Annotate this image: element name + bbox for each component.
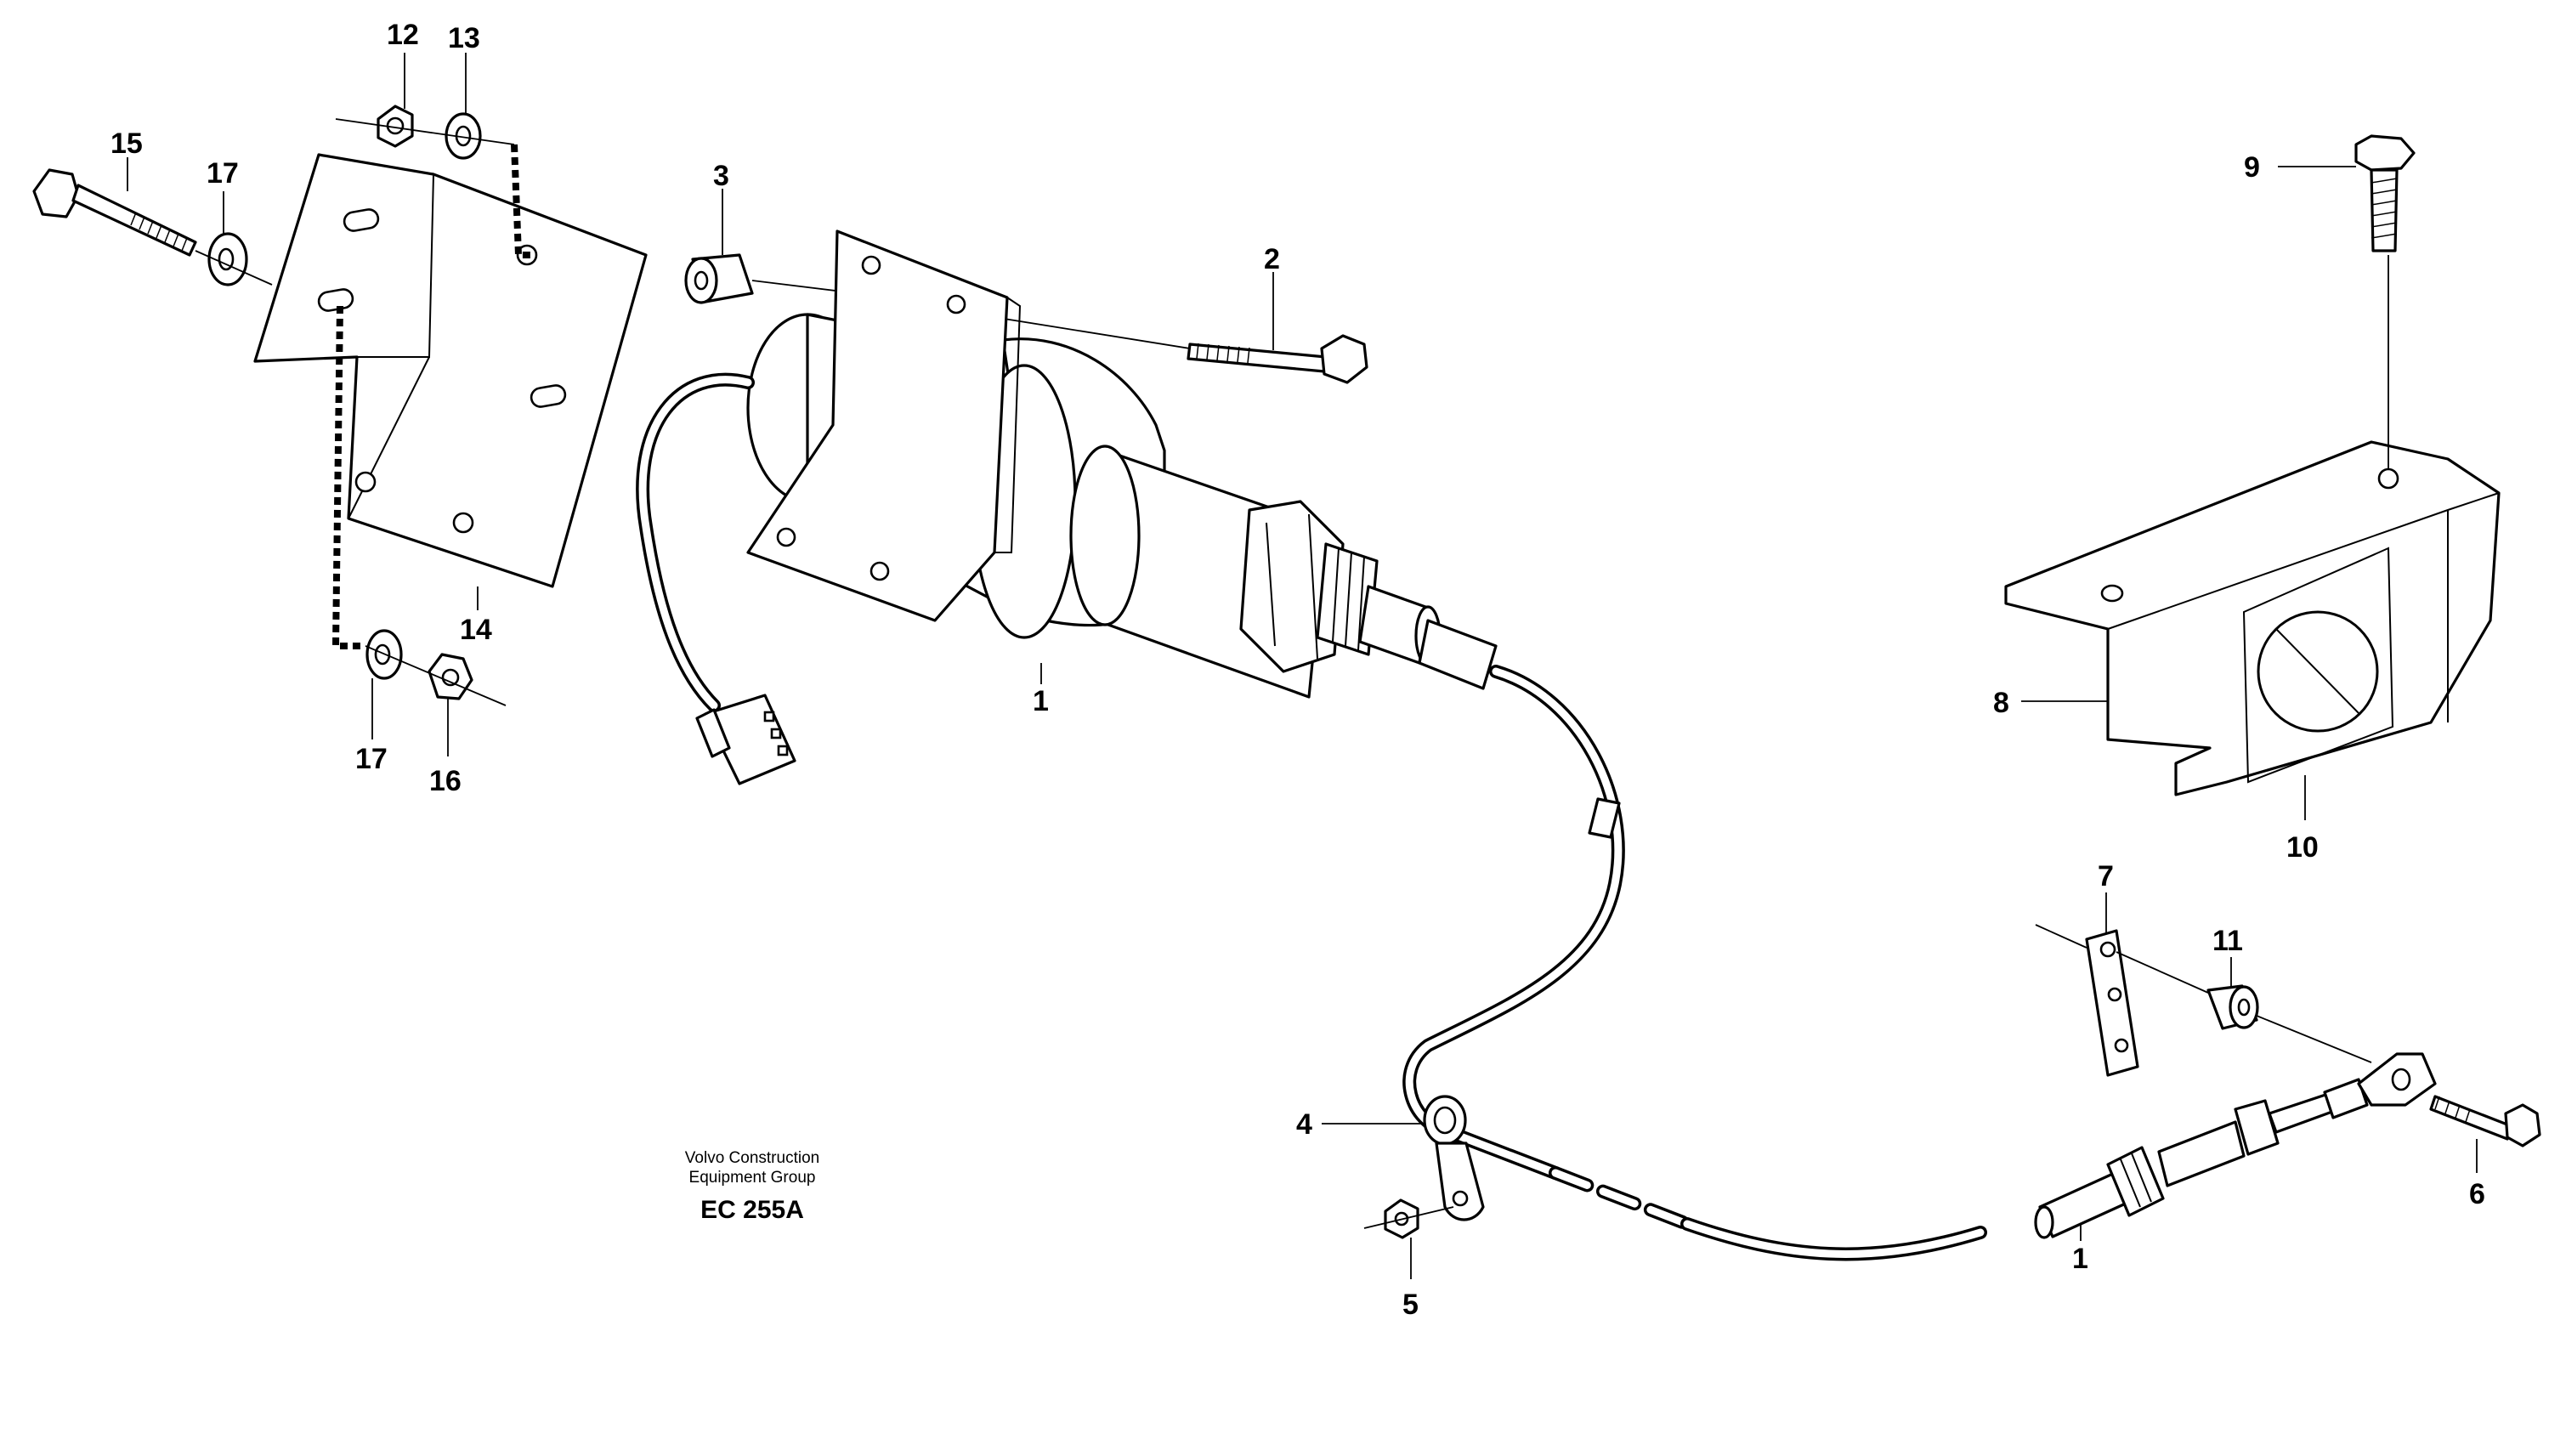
callout-7: 7 xyxy=(2098,860,2114,892)
callout-1-solenoid: 1 xyxy=(1033,685,1049,717)
caption-block: Volvo Construction Equipment Group EC 25… xyxy=(685,1149,819,1224)
bolt-15 xyxy=(32,168,197,257)
caption-code: EC 255A xyxy=(700,1196,804,1224)
nut-12 xyxy=(377,105,414,148)
bolt-6 xyxy=(2429,1095,2541,1147)
control-cable xyxy=(1402,665,1987,1261)
nut-16 xyxy=(428,653,473,700)
protective-cover xyxy=(2004,440,2501,796)
callout-6: 6 xyxy=(2469,1178,2485,1210)
leader-lines xyxy=(127,53,2478,1279)
assembly-path-upper xyxy=(511,144,535,258)
mounting-bracket-plate xyxy=(253,153,648,588)
solenoid-flange xyxy=(746,229,1022,622)
callout-10: 10 xyxy=(2286,831,2319,864)
spacer-11 xyxy=(2206,984,2259,1030)
callout-12: 12 xyxy=(387,19,419,51)
callout-16: 16 xyxy=(429,765,462,797)
callout-labels: 15 17 12 13 3 2 14 1 17 16 4 5 1 6 7 11 … xyxy=(110,19,2485,1321)
callout-11: 11 xyxy=(2212,925,2243,957)
callout-1-cable: 1 xyxy=(2072,1243,2088,1275)
callout-9: 9 xyxy=(2244,151,2260,184)
bracket-assembly xyxy=(32,105,648,706)
assembly-path-lower xyxy=(331,305,365,649)
callout-8: 8 xyxy=(1993,687,2009,719)
cable-end-fitting xyxy=(2034,1052,2437,1239)
callout-4: 4 xyxy=(1296,1108,1312,1141)
callout-2: 2 xyxy=(1264,243,1280,275)
callout-3: 3 xyxy=(713,160,729,192)
caption-company: Volvo Construction xyxy=(685,1149,819,1167)
callout-5: 5 xyxy=(1402,1289,1419,1321)
callout-14: 14 xyxy=(460,614,492,646)
callout-15: 15 xyxy=(110,127,143,160)
bolt-9 xyxy=(2354,134,2416,252)
washer-17-upper xyxy=(207,232,248,286)
bolt-2 xyxy=(1187,334,1368,384)
wire-harness xyxy=(636,372,796,785)
callout-17-lower: 17 xyxy=(355,743,388,775)
callout-13: 13 xyxy=(448,22,480,54)
caption-group: Equipment Group xyxy=(689,1169,816,1187)
cable-clamp-4 xyxy=(1423,1095,1485,1221)
spacer-3 xyxy=(684,253,754,304)
lever-7 xyxy=(2085,929,2139,1077)
callout-17-upper: 17 xyxy=(207,157,239,190)
